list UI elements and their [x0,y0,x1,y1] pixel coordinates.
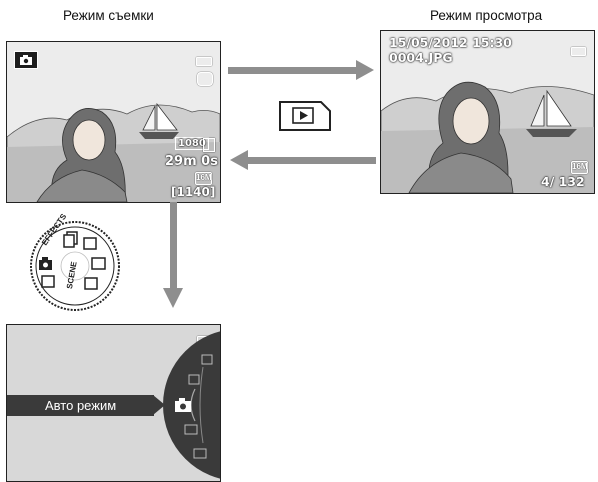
movie-format-icon [203,138,215,152]
selected-mode-banner [7,395,154,416]
arrow-to-playback [228,67,358,74]
flash-mode-icon [197,72,213,86]
remaining-shots: [1140] [171,185,216,199]
playback-button-icon [277,99,333,133]
scene-illustration [7,42,220,202]
image-size-icon: 16M [195,172,212,185]
battery-icon [196,57,212,66]
arrow-to-playback-head [356,60,374,80]
selected-mode-banner-tip [153,395,165,415]
movie-recording-size: 1080 [175,137,209,150]
playback-screen: 15/05/2012 15:30 0004.JPG 16M 4/ 132 [380,30,595,194]
playback-mode-heading: Режим просмотра [430,8,543,23]
arrow-to-mode-selection [170,202,177,290]
scene-illustration [381,31,594,193]
auto-mode-camera-icon [174,397,192,413]
image-size-icon: 16M [571,161,588,174]
playback-datetime: 15/05/2012 15:30 [389,35,512,50]
selected-mode-label: Авто режим [45,398,117,413]
arrow-to-shooting [248,157,376,164]
playback-filename: 0004.JPG [389,50,453,65]
arrow-to-shooting-head [230,150,248,170]
mode-selection-screen: Авто режим [6,324,221,482]
mode-dial-icon: EFFECTS SCENE [29,212,121,312]
shooting-mode-heading: Режим съемки [63,8,154,23]
movie-recording-time: 29m 0s [165,154,218,169]
frame-counter: 4/ 132 [541,174,585,189]
battery-icon [571,47,586,56]
arrow-to-mode-selection-head [163,288,183,308]
shooting-screen: 1080 29m 0s 16M [1140] [6,41,221,203]
shooting-mode-camera-icon [14,51,38,69]
